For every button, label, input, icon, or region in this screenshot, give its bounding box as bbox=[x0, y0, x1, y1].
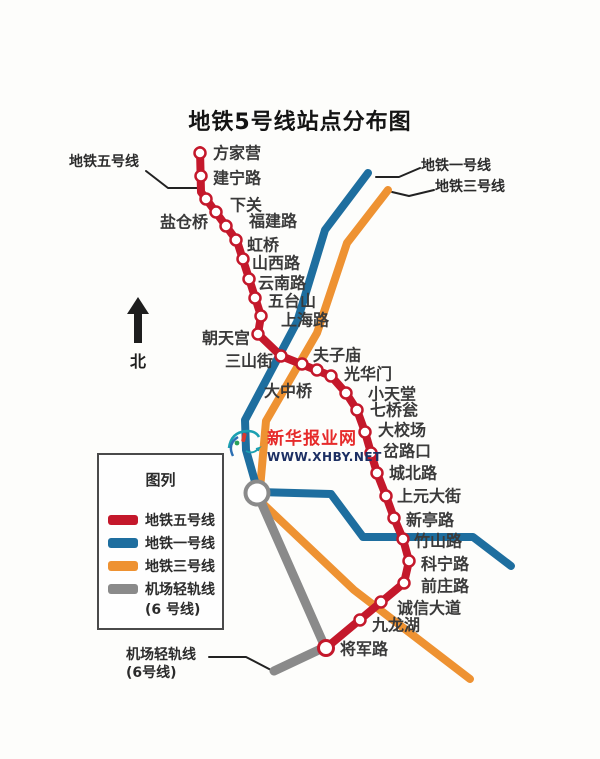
legend-label: 地铁三号线 bbox=[145, 558, 215, 575]
callout-label-line6-main: 机场轻轨线 bbox=[126, 647, 196, 663]
legend-box: 图列 地铁五号线地铁一号线地铁三号线机场轻轨线 (6 号线) bbox=[97, 453, 224, 630]
watermark-site-name: 新华报业网 bbox=[267, 429, 357, 449]
callout-leader-line6 bbox=[208, 656, 272, 671]
callout-leader-line1 bbox=[375, 167, 421, 178]
station-dot bbox=[199, 192, 213, 206]
north-arrow-head-icon bbox=[127, 297, 149, 314]
station-label: 山西路 bbox=[252, 254, 301, 273]
legend-label: 地铁一号线 bbox=[145, 535, 215, 552]
watermark-text: 新华报业网 WWW.XHBY.NET bbox=[267, 424, 382, 464]
station-dot bbox=[248, 291, 262, 305]
station-label: 城北路 bbox=[389, 464, 438, 483]
station-dot bbox=[236, 252, 250, 266]
station-dot bbox=[364, 446, 378, 460]
legend-items: 地铁五号线地铁一号线地铁三号线机场轻轨线 (6 号线) bbox=[108, 508, 222, 620]
station-label: 九龙湖 bbox=[371, 616, 420, 635]
station-dot bbox=[339, 386, 353, 400]
station-label: 大校场 bbox=[378, 421, 426, 440]
station-label: 福建路 bbox=[248, 212, 298, 231]
station-label: 七桥瓮 bbox=[370, 401, 418, 420]
station-dot bbox=[209, 205, 223, 219]
page-title: 地铁5号线站点分布图 bbox=[188, 110, 412, 135]
station-label: 建宁路 bbox=[213, 169, 262, 188]
callout-label-line1: 地铁一号线 bbox=[421, 158, 491, 174]
station-label: 夫子庙 bbox=[313, 346, 361, 365]
station-label: 三山街 bbox=[225, 352, 273, 371]
station-dot bbox=[387, 511, 401, 525]
legend-swatch bbox=[108, 560, 138, 571]
station-label: 下关 bbox=[230, 196, 262, 215]
station-dot bbox=[374, 595, 388, 609]
metro-line6 bbox=[252, 488, 330, 676]
metro-line3 bbox=[255, 186, 474, 683]
station-dot bbox=[194, 169, 208, 183]
station-dot bbox=[350, 403, 364, 417]
station-label: 方家营 bbox=[213, 144, 261, 163]
xhby-logo-icon bbox=[227, 429, 262, 457]
callout-label-line6-sub: (6号线) bbox=[126, 665, 177, 681]
station-label: 岔路口 bbox=[383, 442, 431, 461]
station-dot bbox=[353, 613, 367, 627]
legend-label-sub: (6 号线) bbox=[145, 602, 201, 618]
legend-row: 地铁三号线 bbox=[108, 554, 222, 577]
station-dot bbox=[254, 309, 268, 323]
station-dot bbox=[310, 363, 324, 377]
legend-label: 地铁五号线 bbox=[145, 512, 215, 529]
callout-leader-line3 bbox=[391, 189, 435, 197]
station-label: 小天堂 bbox=[368, 385, 416, 404]
station-label: 前庄路 bbox=[421, 577, 470, 596]
station-dot bbox=[251, 327, 265, 341]
station-label: 大中桥 bbox=[264, 382, 313, 401]
station-label: 五台山 bbox=[268, 292, 316, 311]
legend-row: 机场轻轨线 bbox=[108, 577, 222, 600]
metro-line1 bbox=[241, 169, 515, 570]
north-arrow-shaft bbox=[134, 314, 142, 343]
station-label: 云南路 bbox=[258, 274, 307, 293]
watermark: 新华报业网 WWW.XHBY.NET bbox=[226, 424, 382, 464]
station-dot bbox=[274, 349, 288, 363]
station-label: 竹山路 bbox=[413, 532, 463, 551]
station-dot bbox=[396, 532, 410, 546]
station-dot bbox=[229, 233, 243, 247]
station-dot bbox=[193, 146, 207, 160]
callout-leader-line5 bbox=[145, 170, 202, 189]
station-dot bbox=[402, 554, 416, 568]
watermark-site-url: WWW.XHBY.NET bbox=[267, 450, 382, 464]
station-label: 光华门 bbox=[343, 365, 392, 384]
callout-label-line6: 机场轻轨线 (6号线) bbox=[126, 646, 196, 682]
station-label: 新亭路 bbox=[406, 511, 455, 530]
legend-label: 机场轻轨线 bbox=[145, 581, 215, 598]
station-dot bbox=[295, 357, 309, 371]
station-dot bbox=[397, 576, 411, 590]
station-dot bbox=[219, 219, 233, 233]
station-label: 朝天宫 bbox=[202, 329, 250, 348]
station-dot bbox=[370, 466, 384, 480]
station-label: 诚信大道 bbox=[397, 599, 461, 618]
station-dot bbox=[324, 369, 338, 383]
callout-label-line3: 地铁三号线 bbox=[435, 179, 505, 195]
station-label: 将军路 bbox=[340, 640, 389, 659]
legend-swatch bbox=[108, 583, 138, 594]
north-arrow: 北 bbox=[119, 297, 157, 372]
legend-row: 地铁五号线 bbox=[108, 508, 222, 531]
station-dot bbox=[358, 425, 372, 439]
station-label: 科宁路 bbox=[421, 555, 470, 574]
legend-swatch bbox=[108, 514, 138, 525]
station-label: 上海路 bbox=[281, 311, 330, 330]
station-label: 盐仓桥 bbox=[160, 213, 209, 232]
north-label: 北 bbox=[129, 352, 146, 371]
station-label: 虹桥 bbox=[247, 236, 280, 255]
callout-label-line5: 地铁五号线 bbox=[69, 154, 139, 170]
legend-row: 地铁一号线 bbox=[108, 531, 222, 554]
station-dot bbox=[379, 489, 393, 503]
interchange-hub bbox=[243, 479, 271, 507]
station-dot bbox=[242, 272, 256, 286]
station-dot bbox=[317, 639, 335, 657]
legend-swatch bbox=[108, 537, 138, 548]
legend-title: 图列 bbox=[145, 471, 176, 489]
station-label: 上元大街 bbox=[397, 487, 461, 506]
